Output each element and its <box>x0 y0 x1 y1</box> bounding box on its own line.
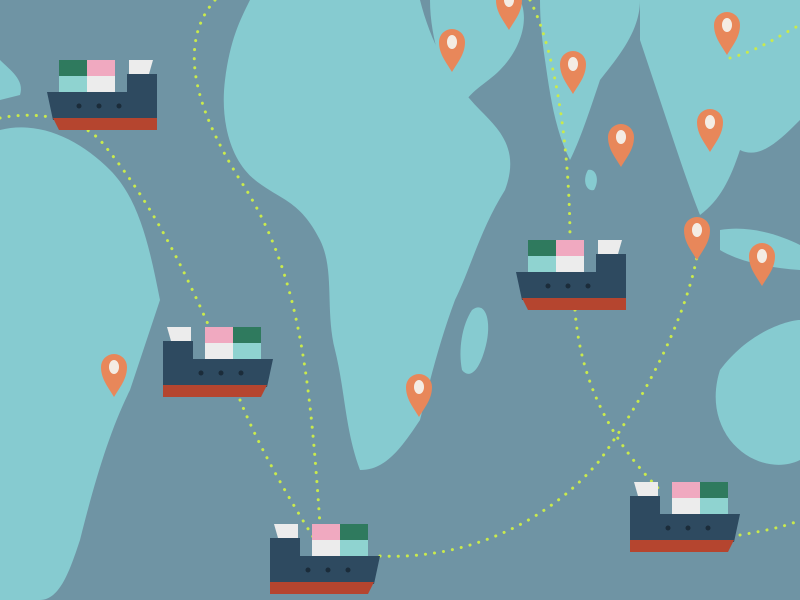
cargo-ships <box>47 60 740 594</box>
location-pin-icon <box>439 29 465 72</box>
north-america-tip <box>0 60 21 100</box>
cargo-ship-icon <box>630 482 740 552</box>
arabia <box>430 0 524 110</box>
location-pin-icon <box>496 0 522 30</box>
south-america <box>0 127 160 600</box>
shipping-route <box>238 398 317 542</box>
location-pin-icon <box>406 374 432 417</box>
shipping-route <box>728 23 800 60</box>
africa <box>223 0 511 470</box>
india <box>540 0 640 160</box>
shipping-route <box>528 0 572 242</box>
southeast-asia <box>640 0 800 215</box>
shipping-routes <box>0 0 800 558</box>
location-pin-icon <box>684 217 710 260</box>
shipping-route <box>378 238 702 558</box>
shipping-route <box>0 113 217 342</box>
location-pin-icon <box>560 51 586 94</box>
location-pin-icon <box>101 354 127 397</box>
shipping-route <box>573 308 662 492</box>
cargo-ship-icon <box>516 240 626 310</box>
sri-lanka <box>585 169 597 191</box>
shipping-route <box>192 0 322 527</box>
madagascar <box>460 307 489 374</box>
australia <box>715 320 800 465</box>
location-pins <box>101 0 775 417</box>
cargo-ship-icon <box>163 327 273 397</box>
location-pin-icon <box>714 12 740 55</box>
location-pin-icon <box>749 243 775 286</box>
cargo-ship-icon <box>47 60 157 130</box>
cargo-ship-icon <box>270 524 380 594</box>
location-pin-icon <box>697 109 723 152</box>
location-pin-icon <box>608 124 634 167</box>
